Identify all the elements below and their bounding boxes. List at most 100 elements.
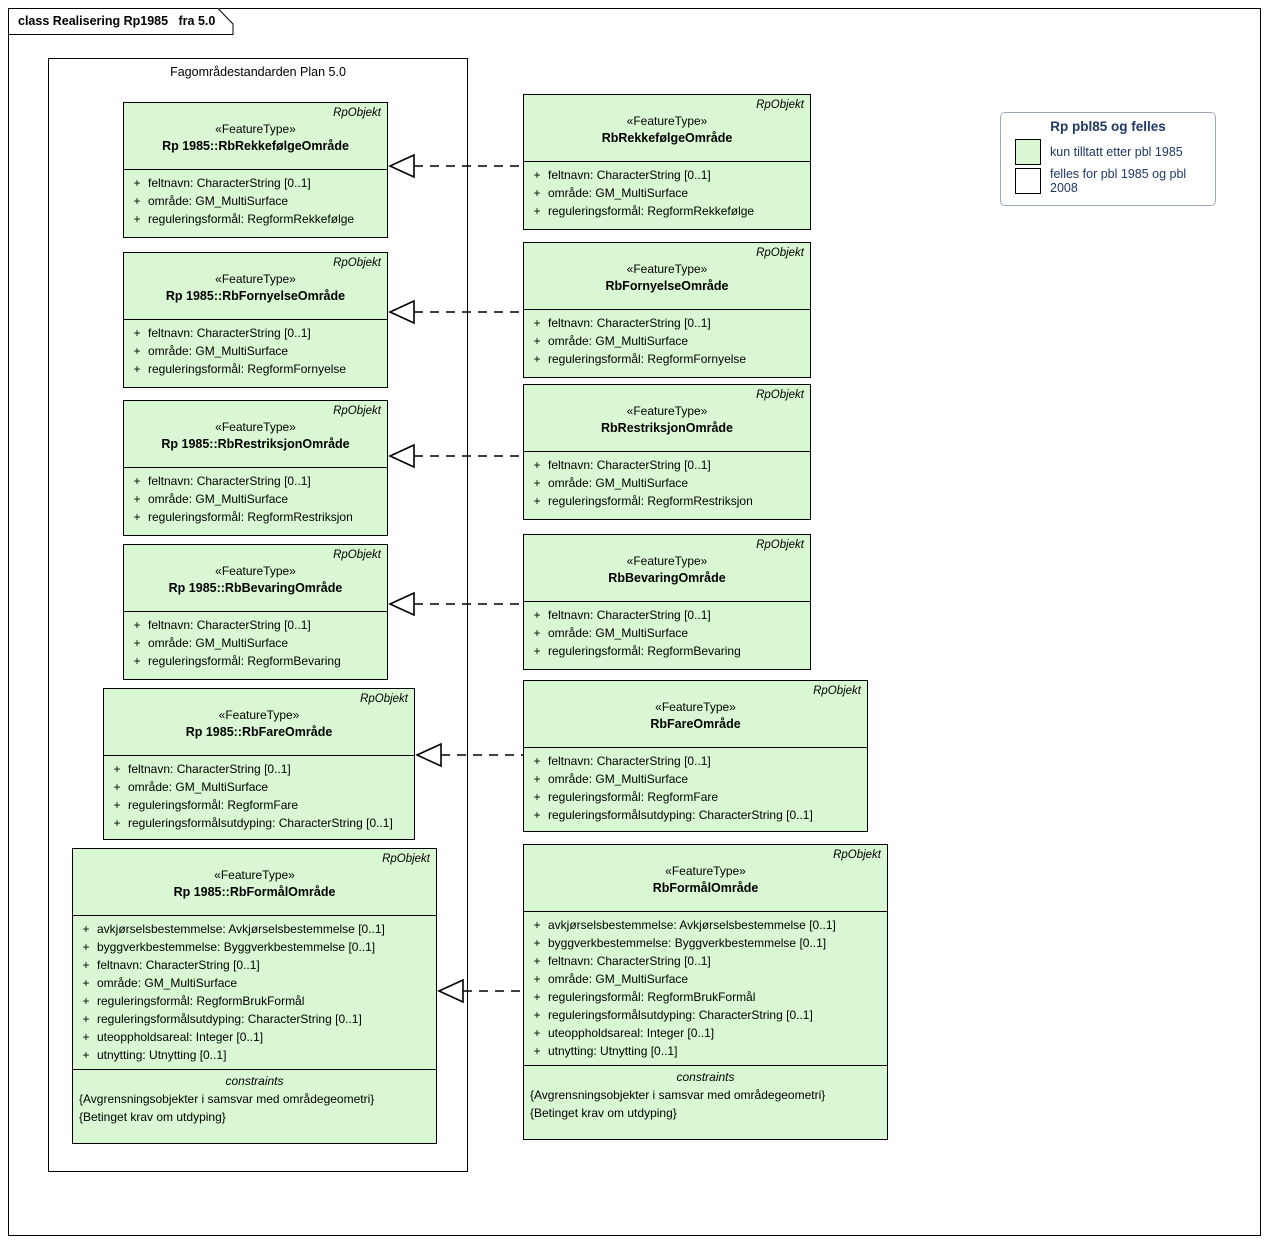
class-box-right-2[interactable]: RpObjekt«FeatureType»RbRestriksjonOmråde…	[523, 384, 811, 520]
attribute-text: område: GM_MultiSurface	[97, 976, 238, 990]
attribute-text: område: GM_MultiSurface	[148, 636, 289, 650]
legend-item-0: kun tilltatt etter pbl 1985	[1001, 139, 1215, 165]
attribute-text: område: GM_MultiSurface	[548, 186, 689, 200]
class-box-left-3[interactable]: RpObjekt«FeatureType»Rp 1985::RbBevaring…	[123, 544, 388, 680]
attribute-text: feltnavn: CharacterString [0..1]	[97, 958, 260, 972]
attribute-text: reguleringsformål: RegformFare	[128, 798, 299, 812]
attribute-row: +feltnavn: CharacterString [0..1]	[526, 456, 808, 474]
attribute-text: feltnavn: CharacterString [0..1]	[128, 762, 291, 776]
class-stereotype: «FeatureType»	[215, 564, 296, 578]
class-owner-label: RpObjekt	[360, 693, 408, 705]
class-stereotype: «FeatureType»	[215, 122, 296, 136]
attribute-text: utnytting: Utnytting [0..1]	[548, 1044, 678, 1058]
class-name: Rp 1985::RbFornyelseOmråde	[165, 289, 346, 303]
attribute-text: byggverkbestemmelse: Byggverkbestemmelse…	[548, 936, 827, 950]
class-name: Rp 1985::RbFareOmråde	[185, 725, 333, 739]
attribute-row: +reguleringsformål: RegformRestriksjon	[526, 492, 808, 510]
attribute-row: +feltnavn: CharacterString [0..1]	[526, 752, 865, 770]
attribute-row: +område: GM_MultiSurface	[526, 624, 808, 642]
class-header: RpObjekt«FeatureType»Rp 1985::RbFornyels…	[124, 253, 387, 320]
attribute-visibility: +	[533, 204, 541, 218]
class-attributes: +feltnavn: CharacterString [0..1]+område…	[124, 468, 387, 531]
legend-swatch	[1015, 139, 1041, 165]
attribute-visibility: +	[133, 344, 141, 358]
class-attributes: +feltnavn: CharacterString [0..1]+område…	[524, 162, 810, 225]
package-fagomradestandarden: Fagområdestandarden Plan 5.0	[48, 58, 468, 1172]
class-attributes: +feltnavn: CharacterString [0..1]+område…	[104, 756, 414, 837]
attribute-row: +reguleringsformålsutdyping: CharacterSt…	[106, 814, 412, 832]
attribute-text: reguleringsformål: RegformBevaring	[148, 654, 341, 668]
attribute-text: uteoppholdsareal: Integer [0..1]	[548, 1026, 715, 1040]
attribute-text: reguleringsformål: RegformBrukFormål	[548, 990, 756, 1004]
class-attributes: +feltnavn: CharacterString [0..1]+område…	[524, 602, 810, 665]
attribute-visibility: +	[533, 476, 541, 490]
class-box-right-4[interactable]: RpObjekt«FeatureType»RbFareOmråde+feltna…	[523, 680, 868, 832]
class-owner-label: RpObjekt	[333, 257, 381, 269]
class-header: RpObjekt«FeatureType»RbRestriksjonOmråde	[524, 385, 810, 452]
attribute-visibility: +	[533, 754, 541, 768]
class-header: RpObjekt«FeatureType»Rp 1985::RbBevaring…	[124, 545, 387, 612]
attribute-text: reguleringsformål: RegformFornyelse	[548, 352, 747, 366]
attribute-row: +område: GM_MultiSurface	[526, 332, 808, 350]
attribute-row: + reguleringsformål: RegformFare	[106, 796, 412, 814]
attribute-row: +reguleringsformål: RegformBevaring	[526, 642, 808, 660]
attribute-text: feltnavn: CharacterString [0..1]	[548, 458, 711, 472]
attribute-text: reguleringsformålsutdyping: CharacterStr…	[128, 816, 393, 830]
class-owner-label: RpObjekt	[813, 685, 861, 697]
class-owner-label: RpObjekt	[833, 849, 881, 861]
attribute-row: +område: GM_MultiSurface	[126, 490, 385, 508]
attribute-row: +reguleringsformål: RegformRestriksjon	[126, 508, 385, 526]
attribute-row: +feltnavn: CharacterString [0..1]	[526, 606, 808, 624]
class-stereotype: «FeatureType»	[626, 262, 708, 276]
legend-label: felles for pbl 1985 og pbl 2008	[1050, 167, 1187, 195]
class-owner-label: RpObjekt	[382, 853, 430, 865]
class-name: RbFormålOmråde	[652, 881, 759, 895]
attribute-row: +område: GM_MultiSurface	[126, 192, 385, 210]
attribute-row: +reguleringsformål: RegformBrukFormål	[526, 988, 885, 1006]
diagram-title-tab: class Realisering Rp1985 fra 5.0	[8, 8, 234, 35]
attribute-text: område: GM_MultiSurface	[148, 492, 289, 506]
class-box-left-4[interactable]: RpObjekt«FeatureType»Rp 1985::RbFareOmrå…	[103, 688, 415, 840]
attribute-text: reguleringsformål: RegformRekkefølge	[148, 212, 355, 226]
class-header: RpObjekt«FeatureType»Rp 1985::RbRekkeføl…	[124, 103, 387, 170]
class-owner-label: RpObjekt	[756, 539, 804, 551]
class-box-left-5[interactable]: RpObjekt«FeatureType»Rp 1985::RbFormålOm…	[72, 848, 437, 1144]
attribute-visibility: +	[113, 780, 121, 794]
attribute-row: +feltnavn: CharacterString [0..1]	[526, 166, 808, 184]
attribute-row: +utnytting: Utnytting [0..1]	[526, 1042, 885, 1060]
class-box-right-0[interactable]: RpObjekt«FeatureType»RbRekkefølgeOmråde+…	[523, 94, 811, 230]
class-box-right-3[interactable]: RpObjekt«FeatureType»RbBevaringOmråde+fe…	[523, 534, 811, 670]
class-header: RpObjekt«FeatureType»RbFornyelseOmråde	[524, 243, 810, 310]
attribute-visibility: +	[82, 940, 90, 954]
class-attributes: +feltnavn: CharacterString [0..1]+område…	[124, 612, 387, 675]
attribute-visibility: +	[533, 626, 541, 640]
class-owner-label: RpObjekt	[756, 389, 804, 401]
attribute-text: område: GM_MultiSurface	[148, 344, 289, 358]
class-box-left-1[interactable]: RpObjekt«FeatureType»Rp 1985::RbFornyels…	[123, 252, 388, 388]
attribute-visibility: +	[533, 494, 541, 508]
attribute-text: utnytting: Utnytting [0..1]	[97, 1048, 227, 1062]
class-box-right-1[interactable]: RpObjekt«FeatureType»RbFornyelseOmråde+f…	[523, 242, 811, 378]
attribute-visibility: +	[533, 186, 541, 200]
attribute-visibility: +	[533, 772, 541, 786]
attribute-text: reguleringsformålsutdyping: CharacterStr…	[548, 808, 813, 822]
class-name: RbRekkefølgeOmråde	[601, 131, 733, 145]
class-stereotype: «FeatureType»	[626, 114, 708, 128]
class-header: RpObjekt«FeatureType»Rp 1985::RbRestriks…	[124, 401, 387, 468]
attribute-row: +reguleringsformålsutdyping: CharacterSt…	[75, 1010, 434, 1028]
attribute-visibility: +	[113, 798, 121, 812]
attribute-text: feltnavn: CharacterString [0..1]	[548, 168, 711, 182]
class-box-left-0[interactable]: RpObjekt«FeatureType»Rp 1985::RbRekkeføl…	[123, 102, 388, 238]
class-header: RpObjekt«FeatureType»Rp 1985::RbFareOmrå…	[104, 689, 414, 756]
attribute-visibility: +	[133, 176, 141, 190]
attribute-row: +område: GM_MultiSurface	[75, 974, 434, 992]
class-box-left-2[interactable]: RpObjekt«FeatureType»Rp 1985::RbRestriks…	[123, 400, 388, 536]
class-attributes: +feltnavn: CharacterString [0..1]+område…	[524, 310, 810, 373]
attribute-row: +reguleringsformål: RegformFare	[526, 788, 865, 806]
attribute-text: område: GM_MultiSurface	[548, 972, 689, 986]
class-box-right-5[interactable]: RpObjekt«FeatureType»RbFormålOmråde+avkj…	[523, 844, 888, 1140]
class-name: RbFareOmråde	[650, 717, 741, 731]
class-stereotype: «FeatureType»	[215, 272, 296, 286]
constraints-title: constraints	[676, 1070, 735, 1084]
attribute-visibility: +	[533, 954, 541, 968]
